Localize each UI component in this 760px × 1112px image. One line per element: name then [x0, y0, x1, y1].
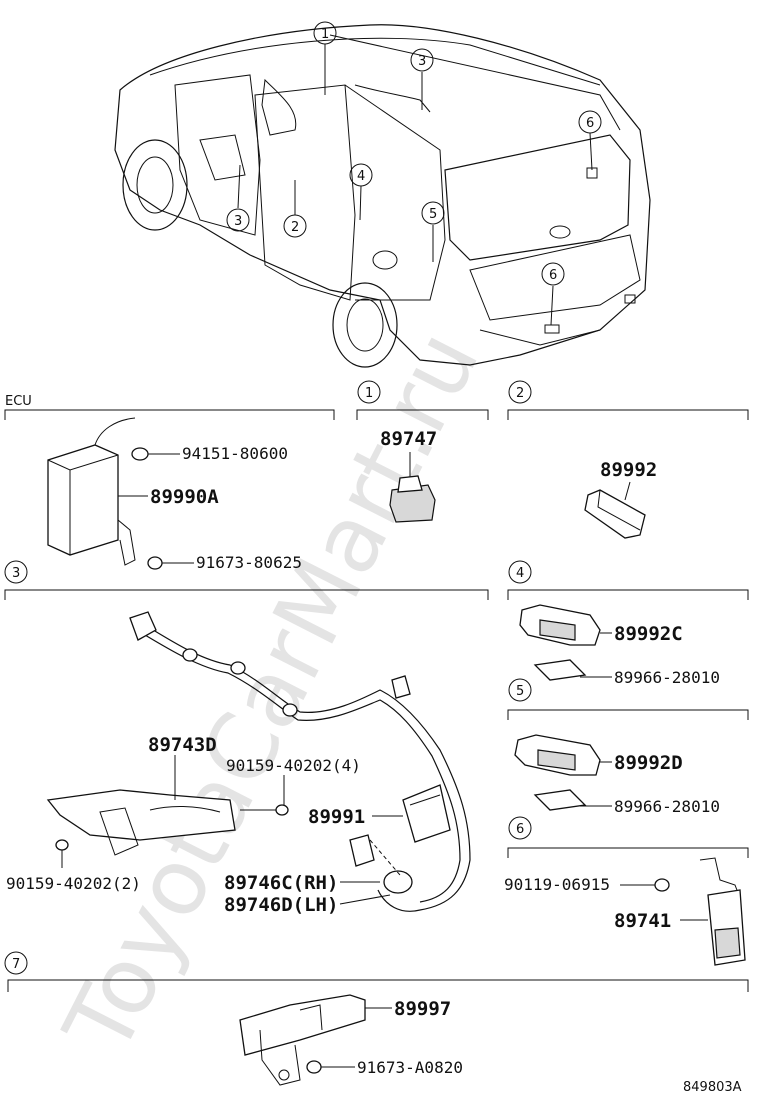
part-89966-28010-b: 89966-28010 — [614, 797, 720, 816]
part-89992: 89992 — [600, 459, 657, 481]
section-5: 5 89992D 89966-28010 — [507, 678, 749, 816]
section-3-number: 3 — [12, 566, 20, 581]
section-4: 4 89992C 89966-28010 — [507, 560, 749, 687]
callout-6: 6 — [586, 116, 594, 131]
section-5-number: 5 — [516, 684, 524, 699]
vehicle-callouts: 1 2 3 3 4 5 6 6 — [226, 21, 602, 334]
section-7: 7 89997 91673-A0820 — [4, 951, 749, 1086]
callout-7: 6 — [549, 268, 557, 283]
part-89743D: 89743D — [148, 734, 217, 756]
part-90159-40202-2: 90159-40202(2) — [6, 874, 141, 893]
callout-3a: 3 — [234, 214, 242, 229]
section-1-number: 1 — [365, 386, 373, 401]
callout-5: 5 — [429, 207, 437, 222]
part-89747: 89747 — [380, 428, 437, 450]
part-89990A: 89990A — [150, 486, 219, 508]
part-89966-28010-a: 89966-28010 — [614, 668, 720, 687]
part-91673-80625: 91673-80625 — [196, 553, 302, 572]
section-ecu: ECU 94151-80600 89990A 91673-80625 — [4, 394, 335, 572]
section-1: 1 89747 — [356, 380, 489, 523]
section-2: 2 89992 — [507, 380, 749, 539]
callout-3b: 3 — [418, 54, 426, 69]
callout-4: 4 — [357, 169, 365, 184]
vehicle-illustration — [114, 24, 651, 368]
part-89992C: 89992C — [614, 623, 683, 645]
part-89997: 89997 — [394, 998, 451, 1020]
part-91673-A0820: 91673-A0820 — [357, 1058, 463, 1077]
part-89746C-RH: 89746C(RH) — [224, 872, 338, 894]
part-94151-80600: 94151-80600 — [182, 444, 288, 463]
section-2-number: 2 — [516, 386, 524, 401]
part-90119-06915: 90119-06915 — [504, 875, 610, 894]
section-3: 3 89991 89746C(RH) 89746D(LH) 89743D 901 — [4, 560, 489, 916]
ecu-label: ECU — [5, 394, 32, 409]
part-89741: 89741 — [614, 910, 671, 932]
callout-2: 2 — [291, 220, 299, 235]
section-4-number: 4 — [516, 566, 524, 581]
section-6-number: 6 — [516, 822, 524, 837]
part-89746D-LH: 89746D(LH) — [224, 894, 338, 916]
part-89992D: 89992D — [614, 752, 683, 774]
part-90159-40202-4: 90159-40202(4) — [226, 756, 361, 775]
part-89991: 89991 — [308, 806, 365, 828]
section-6: 6 90119-06915 89741 — [504, 816, 749, 966]
diagram-code: 849803A — [683, 1080, 742, 1095]
section-7-number: 7 — [12, 957, 20, 972]
callout-1: 1 — [321, 27, 329, 42]
